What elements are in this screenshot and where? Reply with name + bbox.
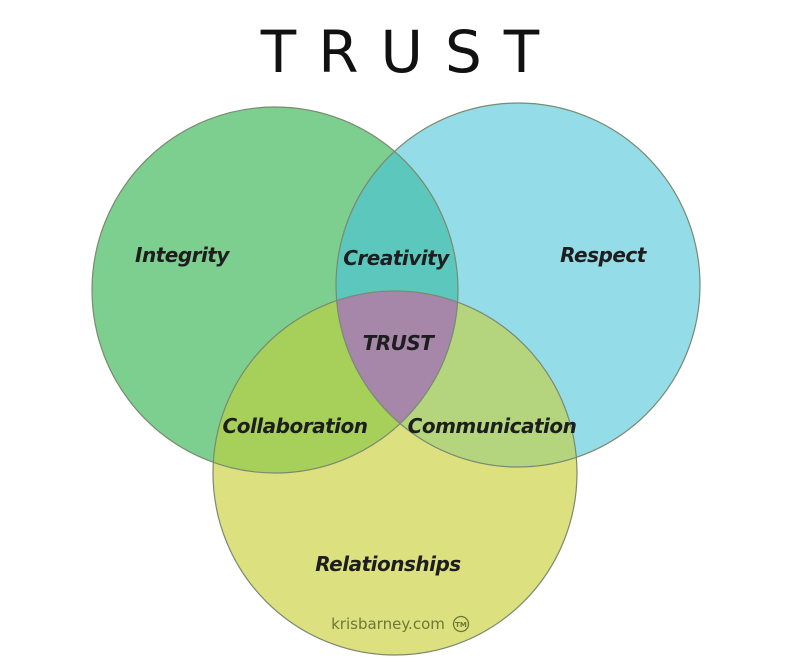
watermark: krisbarney.com: [331, 615, 445, 633]
trademark-icon: TM: [452, 615, 470, 633]
region-collaboration: [213, 291, 458, 473]
label-creativity: Creativity: [343, 246, 450, 270]
label-respect: Respect: [560, 243, 648, 267]
region-communication: [336, 291, 577, 467]
label-communication: Communication: [408, 414, 577, 438]
svg-text:TM: TM: [455, 621, 467, 629]
label-collaboration: Collaboration: [223, 414, 368, 438]
page-title: TRUST: [260, 18, 562, 86]
label-trust-center: TRUST: [363, 331, 436, 355]
label-integrity: Integrity: [135, 243, 230, 267]
label-relationships: Relationships: [315, 552, 461, 576]
